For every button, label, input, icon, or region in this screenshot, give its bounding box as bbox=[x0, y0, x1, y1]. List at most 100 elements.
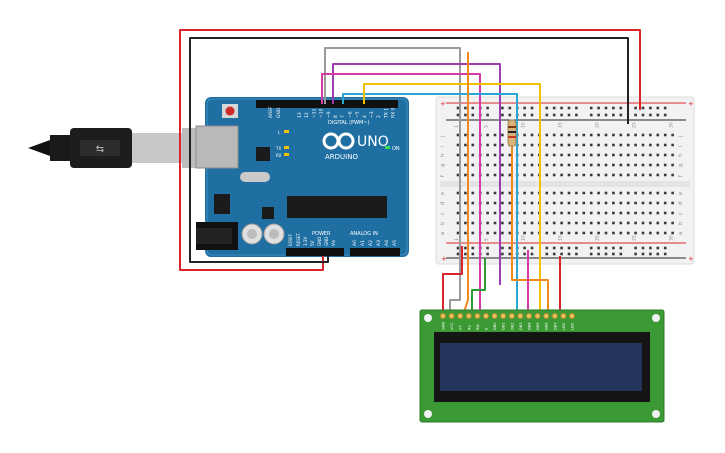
breadboard-hole bbox=[464, 201, 467, 205]
power-pin-label: 3.3V bbox=[303, 237, 308, 246]
breadboard-column-number: 5 bbox=[484, 238, 490, 241]
breadboard-hole bbox=[523, 201, 526, 205]
breadboard-hole bbox=[649, 221, 652, 225]
breadboard-hole bbox=[597, 143, 600, 147]
breadboard-rail-hole bbox=[649, 252, 652, 256]
lcd-pin-label: GND bbox=[442, 322, 446, 330]
breadboard-hole bbox=[567, 211, 571, 215]
wire-red-5v bbox=[179, 29, 641, 271]
breadboard-hole bbox=[456, 201, 460, 205]
breadboard-rail-hole bbox=[656, 106, 660, 110]
breadboard-hole bbox=[530, 191, 534, 195]
analog-pin-label: A1 bbox=[360, 240, 366, 246]
breadboard-rail-hole bbox=[649, 106, 652, 110]
breadboard-hole bbox=[589, 153, 593, 157]
breadboard-rail-hole bbox=[612, 113, 615, 117]
lcd-pin-label: DB5 bbox=[536, 322, 540, 330]
digital-pin-label: 4 bbox=[362, 115, 368, 118]
power-pin-label: 5V bbox=[310, 240, 315, 246]
breadboard-hole bbox=[493, 143, 497, 147]
analog-pin-label: A2 bbox=[368, 240, 374, 246]
breadboard-hole bbox=[634, 211, 637, 215]
breadboard-hole bbox=[634, 133, 637, 137]
breadboard-hole bbox=[641, 163, 645, 167]
breadboard-hole bbox=[612, 201, 615, 205]
breadboard-rail-hole bbox=[552, 106, 556, 110]
lcd-pin bbox=[534, 312, 541, 320]
breadboard-hole bbox=[619, 163, 623, 167]
breadboard-rail-hole bbox=[464, 252, 467, 256]
breadboard-rail-hole bbox=[641, 246, 645, 250]
lcd-pin-label: DB7 bbox=[553, 322, 557, 330]
breadboard-rail-hole bbox=[545, 246, 549, 250]
breadboard-hole bbox=[486, 133, 489, 137]
breadboard-hole bbox=[456, 173, 460, 177]
digital-pin-label: 2 bbox=[376, 115, 382, 118]
breadboard-hole bbox=[545, 211, 549, 215]
breadboard-hole bbox=[493, 163, 497, 167]
l-led-label: L bbox=[278, 130, 281, 135]
lcd-pin-label: LED bbox=[571, 323, 575, 330]
breadboard-hole bbox=[641, 153, 645, 157]
breadboard-rail-hole bbox=[641, 106, 645, 110]
breadboard-rail-hole bbox=[464, 246, 467, 250]
breadboard-hole bbox=[523, 173, 526, 177]
svg-text:+: + bbox=[441, 255, 447, 263]
wire-yellow bbox=[363, 83, 541, 312]
breadboard-hole bbox=[634, 143, 637, 147]
breadboard-hole bbox=[649, 143, 652, 147]
breadboard-hole bbox=[671, 133, 674, 137]
breadboard-hole bbox=[486, 173, 489, 177]
breadboard-hole bbox=[464, 173, 467, 177]
svg-text:+: + bbox=[440, 100, 446, 108]
breadboard-hole bbox=[530, 201, 534, 205]
breadboard-rail-hole bbox=[523, 106, 526, 110]
breadboard-hole bbox=[545, 173, 549, 177]
breadboard-hole bbox=[456, 153, 460, 157]
breadboard-rail-hole bbox=[575, 113, 578, 117]
analog-pin-label: A0 bbox=[352, 240, 358, 246]
breadboard-rail-hole bbox=[545, 106, 549, 110]
analog-pin-label: A3 bbox=[376, 240, 382, 246]
lcd-pin-label: RS bbox=[467, 325, 471, 330]
breadboard-column-number: 1 bbox=[454, 238, 460, 241]
power-header-label: POWER bbox=[312, 231, 331, 237]
breadboard-rail-hole bbox=[552, 246, 556, 250]
breadboard-hole bbox=[471, 191, 475, 195]
breadboard-hole bbox=[604, 173, 608, 177]
breadboard-hole bbox=[530, 221, 534, 225]
board-model-label: UNO bbox=[357, 134, 389, 150]
lcd-pin bbox=[568, 312, 576, 320]
breadboard-rail-hole bbox=[604, 252, 608, 256]
breadboard-hole bbox=[471, 153, 475, 157]
breadboard-hole bbox=[612, 153, 615, 157]
breadboard-hole bbox=[671, 153, 674, 157]
breadboard-hole bbox=[626, 143, 630, 147]
breadboard-rail-hole bbox=[656, 246, 660, 250]
breadboard-rail-hole bbox=[456, 246, 460, 250]
breadboard-hole bbox=[641, 201, 645, 205]
breadboard-hole bbox=[634, 201, 637, 205]
lcd-pin bbox=[551, 312, 558, 320]
breadboard-rail-hole bbox=[508, 106, 512, 110]
breadboard-hole bbox=[560, 231, 563, 235]
breadboard-hole bbox=[471, 133, 475, 137]
breadboard-row-letter: d bbox=[678, 202, 684, 205]
breadboard-hole bbox=[545, 143, 549, 147]
breadboard-hole bbox=[641, 231, 645, 235]
breadboard-hole bbox=[612, 143, 615, 147]
breadboard-hole bbox=[604, 201, 608, 205]
breadboard-rail-hole bbox=[589, 252, 593, 256]
breadboard-column-number: 25 bbox=[632, 122, 638, 128]
breadboard-hole bbox=[456, 133, 460, 137]
breadboard-hole bbox=[597, 153, 600, 157]
breadboard-hole bbox=[575, 153, 578, 157]
breadboard-hole bbox=[464, 153, 467, 157]
breadboard-rail-hole bbox=[471, 246, 475, 250]
breadboard-hole bbox=[567, 163, 571, 167]
breadboard-hole bbox=[649, 133, 652, 137]
breadboard-rail-hole bbox=[567, 106, 571, 110]
breadboard-rail-hole bbox=[523, 113, 526, 117]
